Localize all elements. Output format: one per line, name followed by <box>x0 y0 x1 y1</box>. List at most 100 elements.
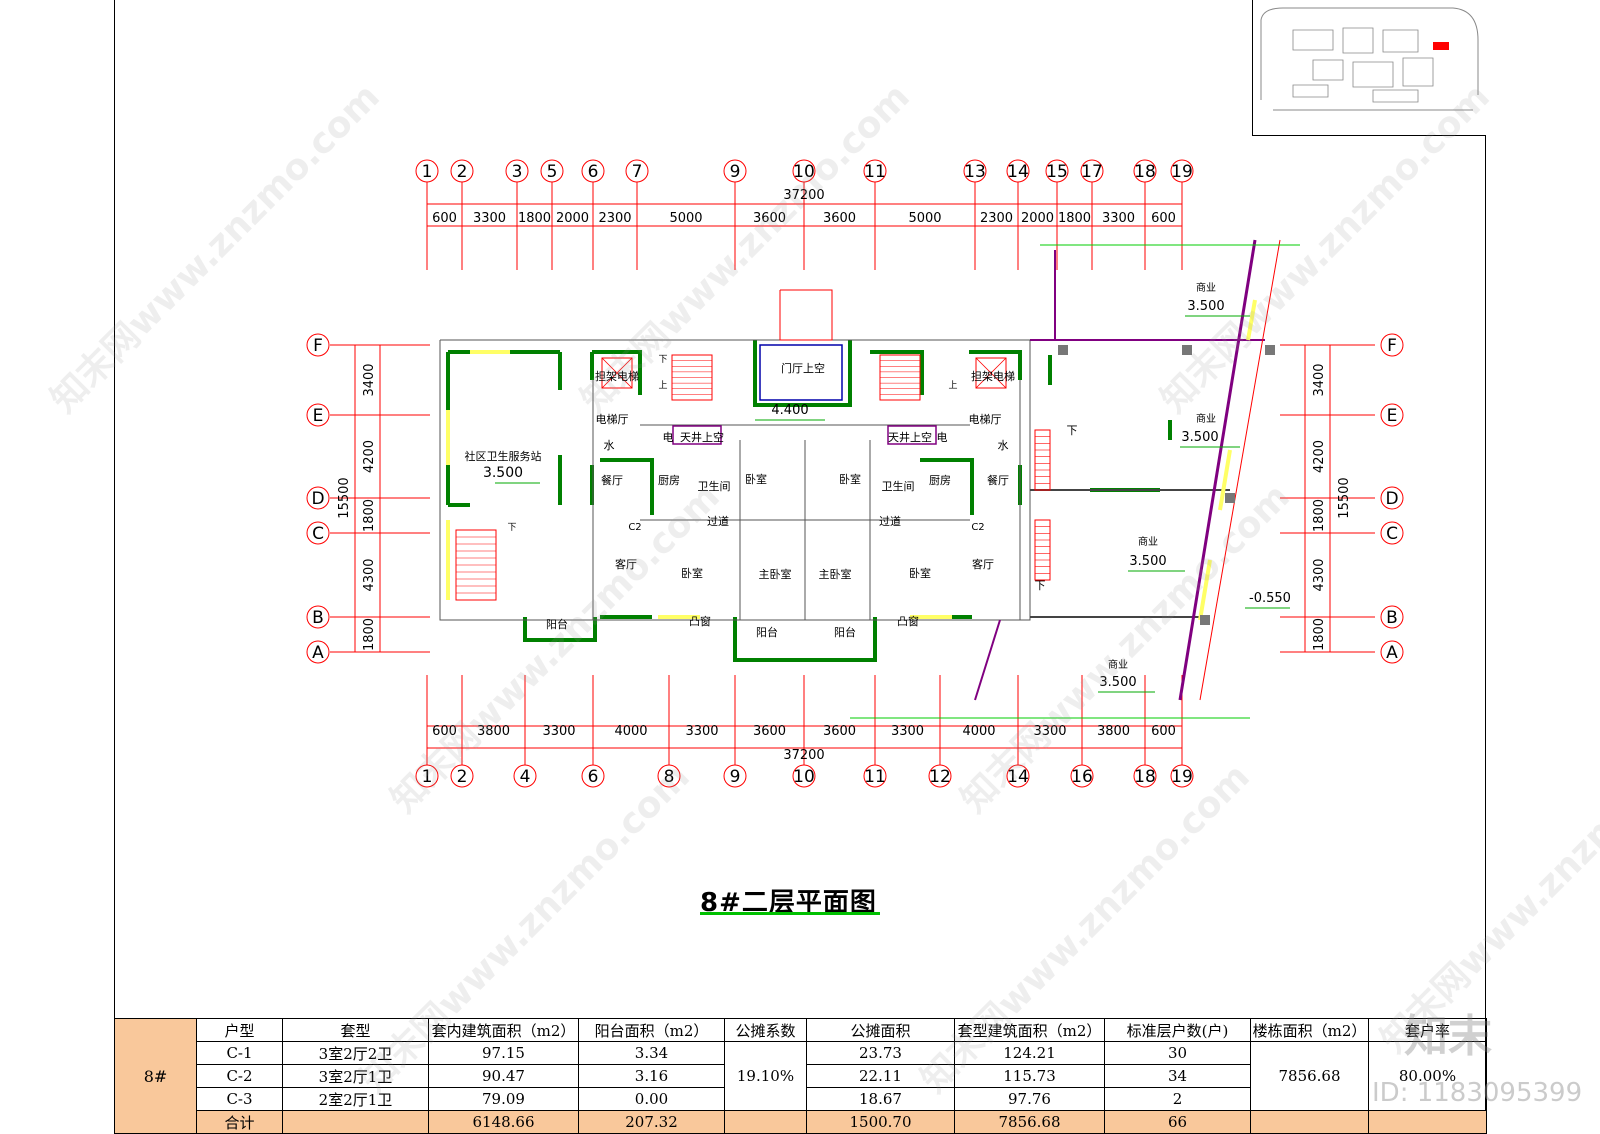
shaft-void <box>887 425 937 445</box>
cell-inner: 97.15 <box>428 1041 579 1065</box>
axis-label: 18 <box>1134 162 1156 182</box>
room-label-shaft_void_r: 天井上空 <box>888 430 932 444</box>
drawing-sheet <box>114 0 1486 1129</box>
header-inner-area: 套内建筑面积（m2） <box>428 1018 579 1042</box>
outline <box>779 289 833 341</box>
axis-label: 16 <box>1071 767 1093 787</box>
axis-bubble <box>306 486 330 510</box>
room-label-water_l: 水 <box>604 439 615 452</box>
axis-label: B <box>312 608 324 628</box>
dimension-value: 4000 <box>962 724 995 739</box>
dimension-value: 600 <box>1151 724 1176 739</box>
cell-balcony: 3.34 <box>578 1041 725 1065</box>
header-share-factor: 公摊系数 <box>724 1018 807 1042</box>
dimension-value: 4300 <box>1312 558 1327 591</box>
cell-empty <box>282 1110 429 1134</box>
shaft-void <box>672 425 722 445</box>
axis-bubble <box>792 159 816 183</box>
room-label-corridor_r: 过道 <box>879 514 901 528</box>
cell-count: 2 <box>1104 1087 1251 1111</box>
dimension-value: 4000 <box>614 724 647 739</box>
axis-bubble <box>306 333 330 357</box>
dimension-lines <box>354 203 1331 749</box>
room-label-up_1: 上 <box>658 380 667 391</box>
axis-bubble <box>1080 159 1104 183</box>
axis-bubble <box>1006 764 1030 788</box>
cell-empty <box>1250 1110 1369 1134</box>
cell-count: 34 <box>1104 1064 1251 1088</box>
room-label-elevator_hall_l: 电梯厅 <box>596 413 629 426</box>
axis-label: 1 <box>422 162 433 182</box>
axis-label: 9 <box>730 162 741 182</box>
column <box>1265 345 1275 355</box>
cell-share: 23.73 <box>806 1041 955 1065</box>
axis-bubble <box>306 640 330 664</box>
axis-label: C <box>312 524 324 544</box>
lobby-void <box>759 344 843 401</box>
axis-label: 11 <box>864 162 886 182</box>
room-label-floor_elev: 4.400 <box>771 403 808 418</box>
room-label-shaft_void_l: 天井上空 <box>680 430 724 444</box>
axis-label: B <box>1386 608 1398 628</box>
axis-label: F <box>1387 336 1397 356</box>
cell-unit: C-1 <box>196 1041 283 1065</box>
cell-unit: C-3 <box>196 1087 283 1111</box>
axis-label: 5 <box>547 162 558 182</box>
wall <box>600 458 654 515</box>
room-label-elec_l: 电 <box>663 431 674 444</box>
axis-label: 15 <box>1046 162 1068 182</box>
axis-label: 9 <box>730 767 741 787</box>
room-label-bed_r1: 卧室 <box>839 472 861 486</box>
axis-label: 13 <box>964 162 986 182</box>
room-label-bay_r: 凸窗 <box>897 614 919 628</box>
dimension-value: 1800 <box>1312 618 1327 651</box>
cell-balcony: 0.00 <box>578 1087 725 1111</box>
room-label-kitchen_r: 厨房 <box>929 474 951 487</box>
axis-bubble <box>928 764 952 788</box>
axis-bubble <box>1380 640 1404 664</box>
room-label-master_l: 主卧室 <box>759 567 792 581</box>
axis-bubble <box>963 159 987 183</box>
room-label-master_r: 主卧室 <box>819 567 852 581</box>
room-label-living_r: 客厅 <box>972 557 994 571</box>
dimension-value: 3600 <box>753 211 786 226</box>
dimension-value: 600 <box>432 211 457 226</box>
outline <box>439 339 1031 621</box>
elevator-cross <box>975 357 1007 389</box>
room-label-community_health: 社区卫生服务站 <box>465 449 542 463</box>
axis-label: 6 <box>588 767 599 787</box>
walls <box>439 239 1300 719</box>
axis-bubble <box>415 159 439 183</box>
axis-label: D <box>311 489 324 509</box>
room-label-commerce_2_elev: 3.500 <box>1181 430 1218 445</box>
axis-bubble <box>540 159 564 183</box>
room-label-bed_l1: 卧室 <box>745 472 767 486</box>
window <box>1218 449 1232 511</box>
dimension-value: 5000 <box>908 211 941 226</box>
window <box>1246 299 1257 341</box>
cell-total-inner: 6148.66 <box>428 1110 579 1134</box>
axis-label: 17 <box>1081 162 1103 182</box>
cell-type: 2室2厅1卫 <box>282 1087 429 1111</box>
site-key-plan <box>1252 0 1486 136</box>
axis-bubble <box>415 764 439 788</box>
axis-bubble <box>723 764 747 788</box>
dimension-value: 3800 <box>1097 724 1130 739</box>
cell-empty <box>724 1110 807 1134</box>
axis-bubble <box>657 764 681 788</box>
axis-bubble <box>1133 159 1157 183</box>
dimension-value: 3600 <box>753 724 786 739</box>
table-row: C-3 2室2厅1卫 79.09 0.00 18.67 97.76 2 <box>115 1087 1487 1111</box>
axis-bubble <box>450 159 474 183</box>
table-row: C-2 3室2厅1卫 90.47 3.16 22.11 115.73 34 <box>115 1064 1487 1088</box>
dimension-value: 3400 <box>1312 363 1327 396</box>
room-label-dining_l: 餐厅 <box>601 473 623 487</box>
outline <box>1199 239 1281 701</box>
axis-bubble <box>1133 764 1157 788</box>
dimension-value: 3300 <box>685 724 718 739</box>
stair <box>1034 519 1051 581</box>
axis-bubble <box>1380 333 1404 357</box>
axis-label: D <box>1385 489 1398 509</box>
